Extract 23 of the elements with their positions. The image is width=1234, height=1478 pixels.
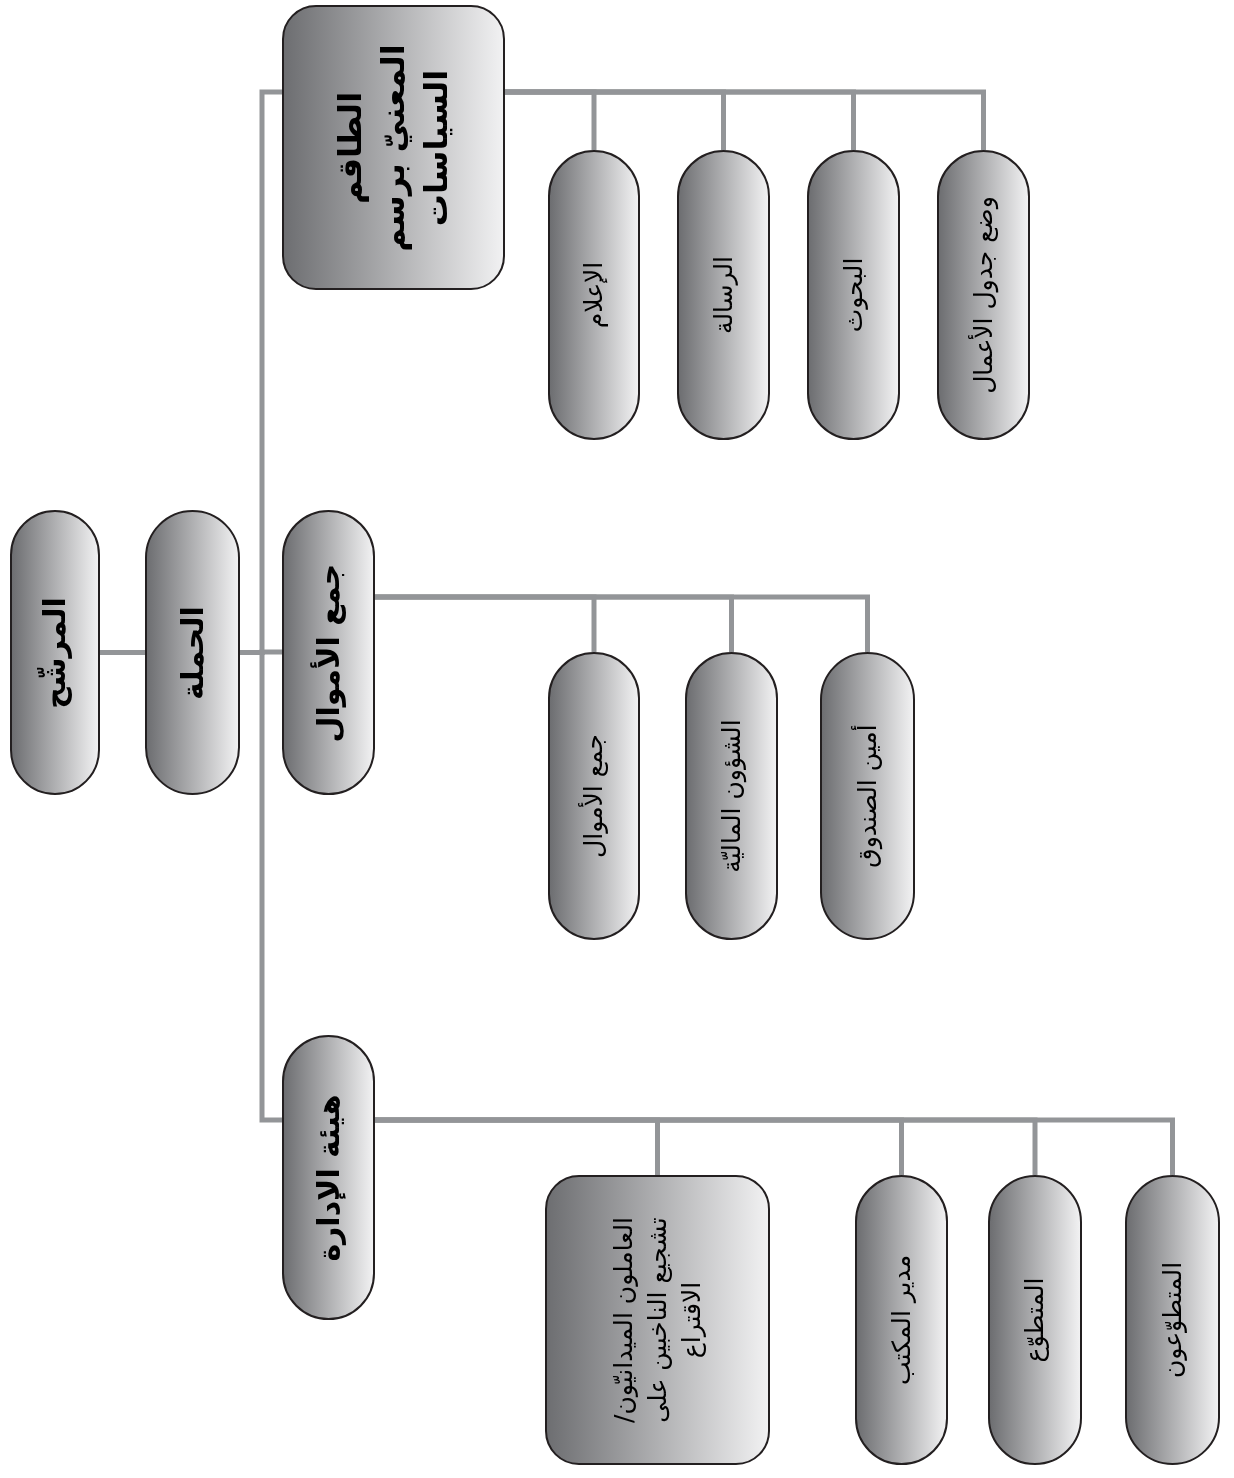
process-box xyxy=(545,1175,770,1465)
connector-line xyxy=(100,650,145,655)
connector-line xyxy=(375,1117,1175,1175)
node-label: جمع الأموال xyxy=(309,562,347,744)
node-label: أمين الصندوق xyxy=(850,723,884,870)
node-label: الشؤون الماليّة xyxy=(715,718,748,875)
node-label: البحوث xyxy=(837,256,869,335)
node-label: العاملون الميدانيّون/تشجيع الناخبين على الاقتراع xyxy=(607,1216,707,1425)
node-label: الإعلام xyxy=(578,260,610,331)
connector-line xyxy=(375,594,870,652)
node-label: مدير المكتب xyxy=(885,1253,917,1388)
node-label: الحملة xyxy=(173,604,211,702)
node-label: المتطوّعون xyxy=(1156,1260,1188,1381)
node-label: هيئة الإدارة xyxy=(309,1092,347,1264)
node-label: المرشّح xyxy=(35,595,73,711)
node-label: جمع الأموال xyxy=(577,733,610,860)
node-label: وضع جدول الأعمال xyxy=(967,195,1000,396)
connector-line xyxy=(240,650,282,1123)
node-label: المتطوّع xyxy=(1019,1276,1051,1365)
connector-line xyxy=(505,89,986,150)
node-label: الرسالة xyxy=(707,255,739,336)
node-label: الطاقم المعنيّ برسم السياسات xyxy=(329,42,457,254)
process-box xyxy=(282,5,505,290)
